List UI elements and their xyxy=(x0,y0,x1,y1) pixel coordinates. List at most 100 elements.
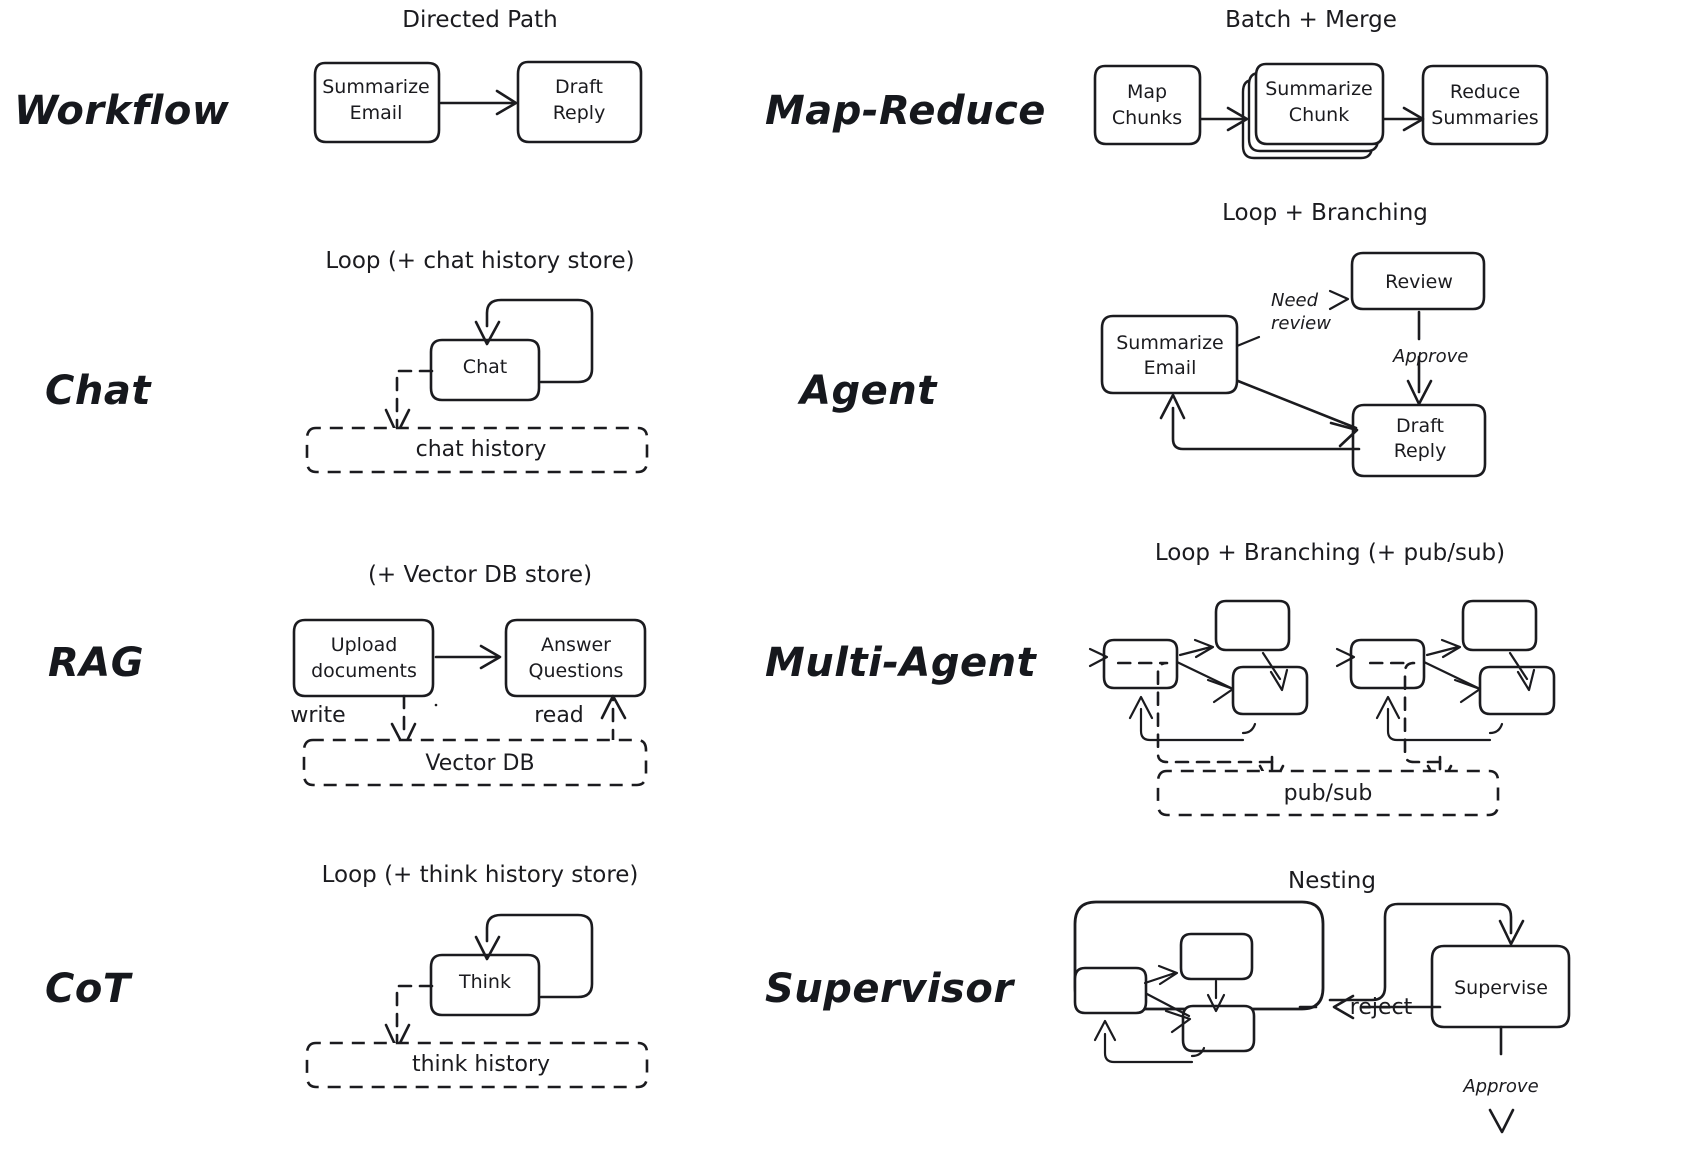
node-label-line1: Summarize xyxy=(322,76,430,98)
store-chat-history[interactable]: chat history xyxy=(305,426,649,474)
edge-label-need: Need xyxy=(1271,290,1319,311)
node-label-line2: Chunks xyxy=(1112,107,1182,129)
node-answer-questions[interactable]: Answer Questions xyxy=(504,618,647,698)
node-sub-left[interactable] xyxy=(1073,966,1148,1015)
edge-sub-lower-to-left-loop xyxy=(1093,1019,1206,1064)
node-label-line2: documents xyxy=(311,660,417,682)
edge-a-entry-dashed xyxy=(1088,647,1274,764)
edge-a-left-to-top xyxy=(1178,638,1215,659)
caption-loop-branching: Loop + Branching xyxy=(1222,200,1428,226)
edge-draft-to-summarize-loop xyxy=(1159,393,1361,451)
caption-batch-merge: Batch + Merge xyxy=(1225,7,1397,33)
node-summarize-email-workflow[interactable]: Summarize Email xyxy=(313,61,441,144)
edge-sub-left-to-upper xyxy=(1143,964,1179,986)
edge-label-write: write xyxy=(290,703,345,728)
edge-summarize-to-review: Need review xyxy=(1235,289,1350,348)
edge-supervise-reject: reject xyxy=(1298,994,1442,1020)
multi-agent-subgraph-a xyxy=(1088,599,1309,790)
node-label-line1: Draft xyxy=(1396,415,1444,437)
row-label-chat: Chat xyxy=(45,368,152,414)
row-label-multi-agent: Multi-Agent xyxy=(765,640,1038,686)
edge-summarize-to-draft xyxy=(439,89,518,116)
edge-label-approve: Approve xyxy=(1392,346,1468,367)
edge-think-self-loop xyxy=(474,913,594,999)
store-label: Vector DB xyxy=(425,751,534,776)
edge-b-left-to-right xyxy=(1422,660,1482,704)
edge-supervise-approve-out: Approve xyxy=(1462,1025,1539,1134)
edge-a-left-to-right xyxy=(1175,660,1235,704)
node-think[interactable]: Think xyxy=(429,953,541,1017)
node-summarize-chunk-stack[interactable]: Summarize Chunk xyxy=(1241,62,1385,160)
node-label-line2: Email xyxy=(350,102,403,124)
row-label-cot: CoT xyxy=(45,966,133,1012)
node-label-line2: Reply xyxy=(1394,440,1447,462)
store-vector-db[interactable]: Vector DB xyxy=(302,738,648,787)
node-upload-documents[interactable]: Upload documents xyxy=(292,618,435,698)
caption-vector-db-store: (+ Vector DB store) xyxy=(368,562,592,588)
edge-a-top-to-right xyxy=(1261,651,1289,692)
edge-group-to-supervise xyxy=(1328,902,1525,1002)
edge-b-top-to-right xyxy=(1508,651,1536,692)
edge-b-right-to-left-loop xyxy=(1375,695,1504,742)
node-label: Supervise xyxy=(1454,977,1548,999)
node-label-line1: Summarize xyxy=(1116,332,1224,354)
edge-sub-upper-to-lower xyxy=(1206,979,1226,1013)
edge-summarize-to-draft-agent xyxy=(1236,379,1359,448)
node-label-line1: Answer xyxy=(541,634,611,656)
node-review[interactable]: Review xyxy=(1350,251,1486,311)
caption-loop-branching-pubsub: Loop + Branching (+ pub/sub) xyxy=(1155,540,1505,566)
edge-b-left-to-top xyxy=(1425,638,1462,659)
node-chat[interactable]: Chat xyxy=(429,338,541,402)
edge-think-history-write xyxy=(384,984,434,1051)
node-summarize-email-agent[interactable]: Summarize Email xyxy=(1100,314,1239,395)
row-label-map-reduce: Map-Reduce xyxy=(765,88,1046,134)
store-label: think history xyxy=(412,1052,550,1077)
store-label: pub/sub xyxy=(1284,781,1373,806)
store-think-history[interactable]: think history xyxy=(305,1041,649,1089)
row-label-supervisor: Supervisor xyxy=(765,966,1015,1012)
caption-directed-path: Directed Path xyxy=(402,7,557,33)
node-label: Review xyxy=(1385,271,1453,293)
node-map-chunks[interactable]: Map Chunks xyxy=(1093,64,1202,146)
edge-sub-left-to-lower xyxy=(1145,992,1192,1034)
node-supervise[interactable]: Supervise xyxy=(1430,944,1571,1029)
node-sub-upper-right[interactable] xyxy=(1179,932,1254,981)
node-draft-reply-agent[interactable]: Draft Reply xyxy=(1351,403,1487,478)
node-agent-b-top[interactable] xyxy=(1461,599,1538,652)
edge-label-approve: Approve xyxy=(1462,1076,1538,1097)
edge-chat-history-write xyxy=(384,369,434,436)
caption-loop-chat-history: Loop (+ chat history store) xyxy=(325,248,634,274)
node-label-line2: Summaries xyxy=(1431,107,1538,129)
row-label-agent: Agent xyxy=(797,368,938,414)
edge-label-reject: reject xyxy=(1350,995,1413,1020)
edge-summarize-to-reduce xyxy=(1382,106,1425,132)
node-label-line2: Chunk xyxy=(1289,104,1349,126)
edge-upload-to-answer-main xyxy=(434,644,502,670)
node-agent-a-top[interactable] xyxy=(1214,599,1291,652)
row-label-workflow: Workflow xyxy=(14,88,230,134)
multi-agent-subgraph-b xyxy=(1335,599,1556,790)
store-pub-sub[interactable]: pub/sub xyxy=(1156,769,1500,817)
row-label-rag: RAG xyxy=(48,640,144,686)
node-label-line2: Reply xyxy=(553,102,606,124)
edge-review-to-draft: Approve xyxy=(1392,310,1468,406)
node-reduce-summaries[interactable]: Reduce Summaries xyxy=(1421,64,1549,146)
node-label-line1: Reduce xyxy=(1450,81,1520,103)
node-agent-a-right[interactable] xyxy=(1231,665,1309,716)
node-agent-b-right[interactable] xyxy=(1478,665,1556,716)
node-label-line1: Summarize xyxy=(1265,78,1373,100)
edge-a-right-to-left-loop xyxy=(1128,695,1257,742)
nested-subnodes xyxy=(1073,932,1256,1064)
edge-label-read: read xyxy=(534,703,584,728)
node-label-line1: Upload xyxy=(331,634,398,656)
node-sub-lower-right[interactable] xyxy=(1181,1004,1256,1053)
node-label: Think xyxy=(458,971,511,993)
edge-write-to-vectordb: write xyxy=(290,694,417,749)
node-label-line2: Email xyxy=(1144,357,1197,379)
edge-map-to-summarize xyxy=(1199,106,1249,132)
edge-chat-self-loop xyxy=(474,298,594,384)
edge-b-entry-dashed xyxy=(1335,647,1442,764)
node-draft-reply-workflow[interactable]: Draft Reply xyxy=(516,60,643,144)
